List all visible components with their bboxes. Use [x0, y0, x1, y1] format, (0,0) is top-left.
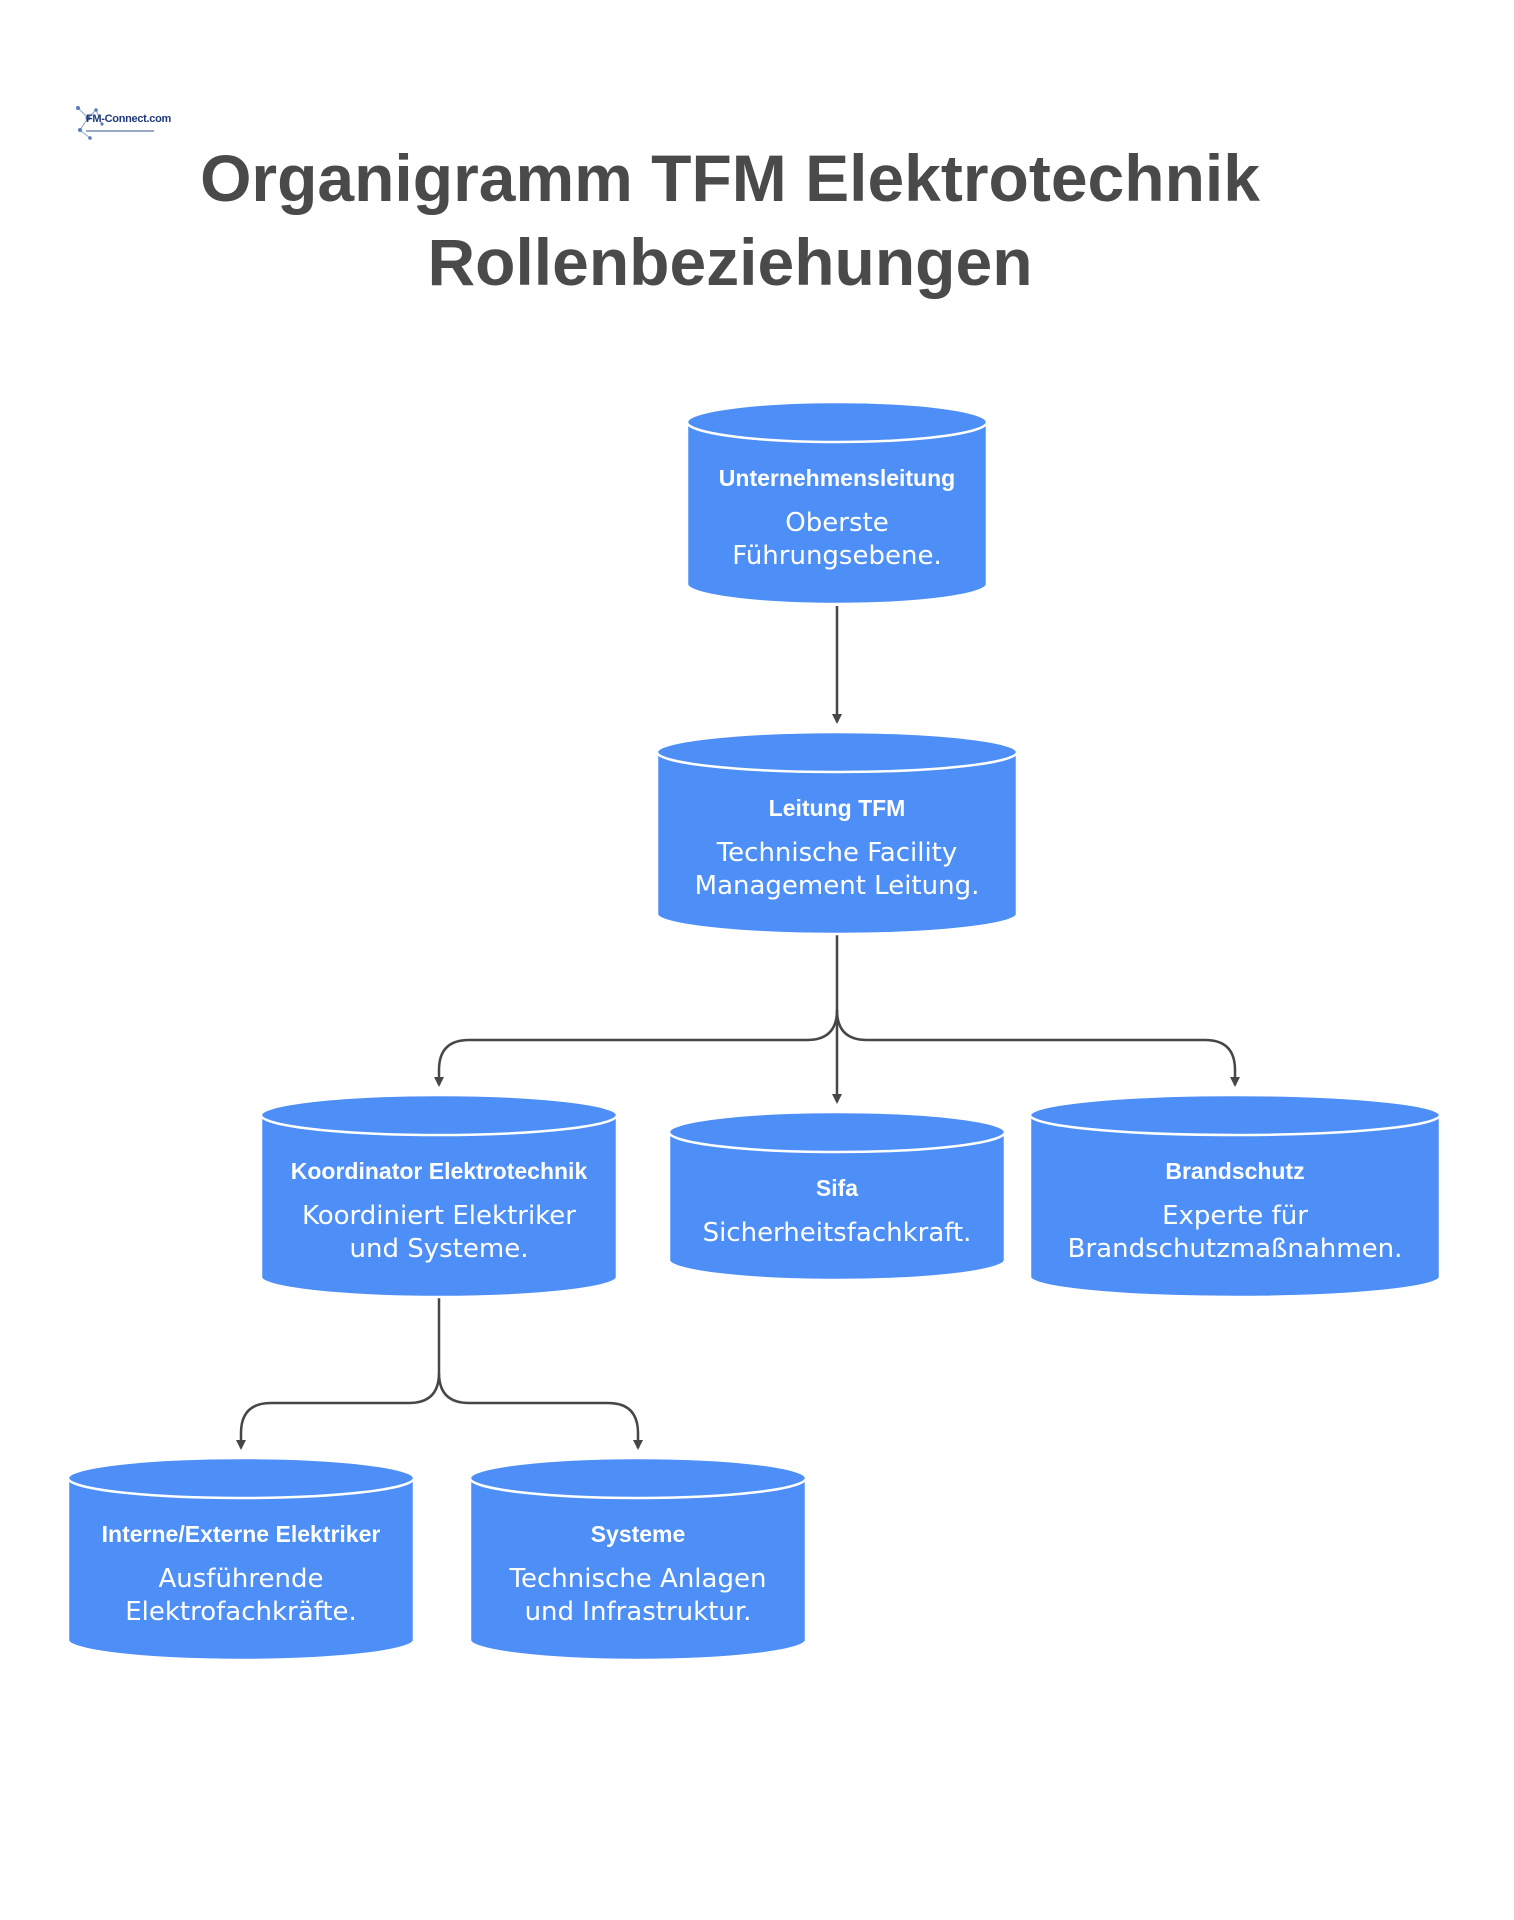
node-systeme-name: Systeme — [590, 1521, 686, 1547]
node-sifa: Sifa Sicherheitsfachkraft. — [669, 1173, 1005, 1250]
node-elektriker: Interne/Externe Elektriker Ausführende E… — [68, 1519, 414, 1629]
node-elektriker-desc-2: Elektrofachkräfte. — [125, 1597, 357, 1627]
node-brandschutz-desc-1: Experte für — [1162, 1201, 1308, 1231]
title-line-2: Rollenbeziehungen — [427, 225, 1033, 299]
node-leitung-tfm-name: Leitung TFM — [768, 795, 906, 821]
node-koordinator: Koordinator Elektrotechnik Koordiniert E… — [261, 1156, 617, 1266]
connector-koordinator-elektriker — [236, 1297, 441, 1450]
node-systeme-cylinder — [468, 1456, 808, 1662]
node-brandschutz: Brandschutz Experte für Brandschutzmaßna… — [1030, 1156, 1440, 1266]
node-brandschutz-cylinder — [1028, 1093, 1442, 1299]
diagram-title: Organigramm TFM Elektrotechnik Rollenbez… — [0, 136, 1460, 304]
node-systeme-desc-1: Technische Anlagen — [509, 1564, 767, 1594]
node-systeme-desc-2: und Infrastruktur. — [524, 1597, 752, 1627]
node-elektriker-name: Interne/Externe Elektriker — [101, 1521, 381, 1547]
node-sifa-desc-1: Sicherheitsfachkraft. — [702, 1218, 972, 1248]
node-systeme: Systeme Technische Anlagen und Infrastru… — [470, 1519, 806, 1629]
logo-wordmark: FM-Connect.com — [86, 113, 172, 125]
node-elektriker-cylinder — [66, 1456, 416, 1662]
fm-connect-logo — [76, 106, 154, 140]
node-unternehmensleitung-desc-1: Oberste — [785, 508, 889, 538]
node-unternehmensleitung-desc-2: Führungsebene. — [732, 541, 942, 571]
node-unternehmensleitung: Unternehmensleitung Oberste Führungseben… — [687, 463, 987, 573]
node-leitung-tfm: Leitung TFM Technische Facility Manageme… — [657, 793, 1017, 903]
connector-leitung-tfm-brandschutz — [835, 1009, 1240, 1087]
node-unternehmensleitung-cylinder — [685, 400, 989, 606]
node-koordinator-cylinder — [259, 1093, 619, 1299]
connector-leitung-tfm-koordinator — [434, 935, 839, 1087]
node-leitung-tfm-cylinder — [655, 730, 1019, 936]
node-koordinator-desc-2: und Systeme. — [349, 1234, 529, 1264]
node-sifa-cylinder — [667, 1110, 1007, 1282]
node-leitung-tfm-desc-1: Technische Facility — [716, 838, 958, 868]
node-koordinator-desc-1: Koordiniert Elektriker — [301, 1201, 576, 1231]
node-brandschutz-desc-2: Brandschutzmaßnahmen. — [1067, 1234, 1403, 1264]
node-leitung-tfm-desc-2: Management Leitung. — [694, 871, 980, 901]
node-unternehmensleitung-name: Unternehmensleitung — [718, 465, 956, 491]
node-sifa-name: Sifa — [815, 1175, 859, 1201]
node-elektriker-desc-1: Ausführende — [158, 1564, 324, 1594]
title-line-1: Organigramm TFM Elektrotechnik — [200, 141, 1260, 215]
node-brandschutz-name: Brandschutz — [1165, 1158, 1305, 1184]
node-koordinator-name: Koordinator Elektrotechnik — [290, 1158, 588, 1184]
connector-koordinator-systeme — [437, 1372, 643, 1450]
